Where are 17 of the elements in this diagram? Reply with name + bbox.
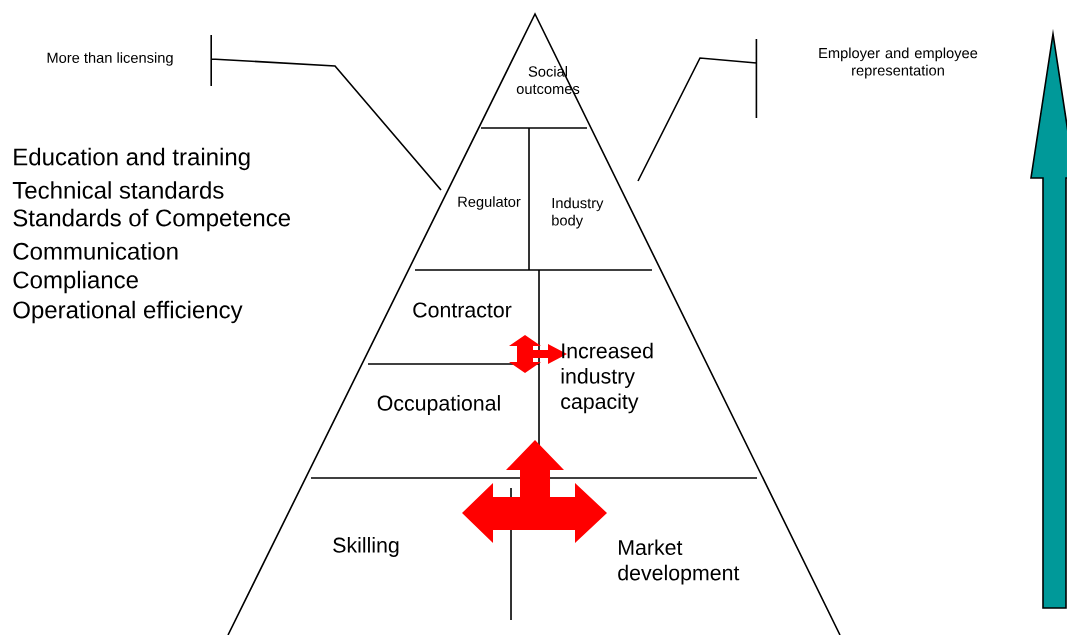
label-text: Education and training [14, 147, 250, 171]
label-text: Regulator [458, 196, 521, 210]
leader-text: More than licensing [47, 52, 173, 66]
leader-line [637, 38, 758, 182]
label-text: Market development [618, 539, 740, 585]
label-text: Compliance [13, 270, 138, 294]
label-text: Operational efficiency [13, 300, 243, 324]
label-text: Technical standards [12, 181, 224, 199]
label-text: Communication [13, 242, 178, 260]
leader-line [210, 34, 442, 191]
label-text: Increased industry capacity [561, 342, 653, 414]
leader-text: Employer and employee representation [819, 47, 978, 79]
label-text: Industry body [552, 197, 604, 229]
label-text: Occupational [377, 395, 500, 415]
label-text: Contractor [413, 302, 512, 318]
label-text: Standards of Competence [13, 208, 290, 232]
label-text: Skilling [333, 537, 399, 557]
